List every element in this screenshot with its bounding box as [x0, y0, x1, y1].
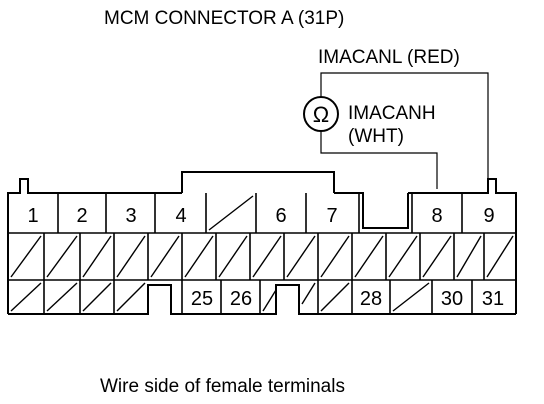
diagram-title: MCM CONNECTOR A (31P) [104, 8, 344, 29]
terminal-grid [8, 193, 516, 314]
pin-25: 25 [191, 288, 213, 310]
wire-label-imacanh-color: (WHT) [348, 126, 404, 147]
pin-26: 26 [230, 288, 252, 310]
unused-terminal-marks [10, 195, 514, 312]
pin-2: 2 [76, 205, 87, 227]
pin-1: 1 [27, 205, 38, 227]
connector-housing [7, 171, 517, 315]
test-wires [320, 72, 489, 189]
pin-numbers: 1 2 3 4 6 7 8 9 25 26 28 30 31 [27, 205, 504, 310]
diagram-caption: Wire side of female terminals [100, 376, 345, 397]
pin-4: 4 [175, 205, 186, 227]
ohm-symbol: Ω [313, 102, 329, 127]
wire-label-imacanh: IMACANH [348, 103, 436, 124]
pin-9: 9 [483, 205, 494, 227]
wire-label-imacanl: IMACANL (RED) [318, 47, 460, 68]
pin-28: 28 [360, 288, 382, 310]
pin-6: 6 [275, 205, 286, 227]
pin-8: 8 [431, 205, 442, 227]
ohmmeter-icon: Ω [303, 96, 339, 132]
pin-7: 7 [326, 205, 337, 227]
pin-30: 30 [441, 288, 463, 310]
pin-3: 3 [125, 205, 136, 227]
pin-31: 31 [482, 288, 504, 310]
